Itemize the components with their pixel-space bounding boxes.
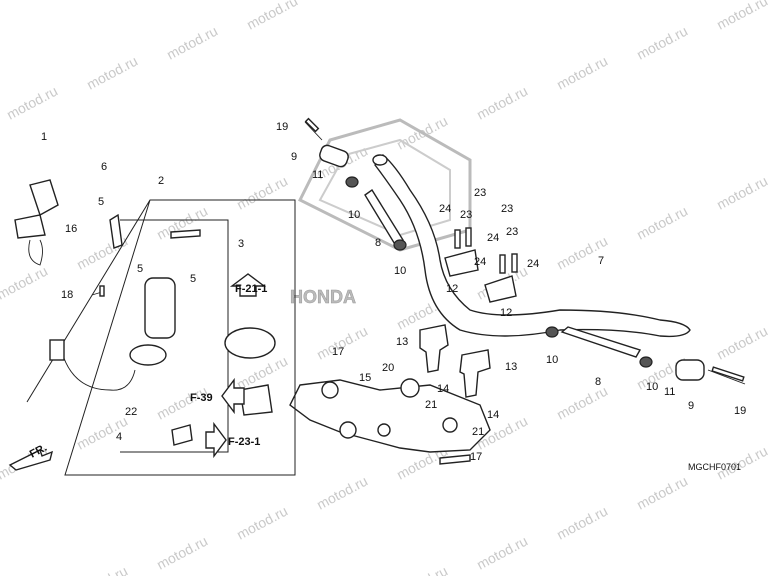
watermark-text: motod.ru xyxy=(244,0,300,33)
callout-number: 15 xyxy=(359,372,371,384)
callout-number: 8 xyxy=(595,376,601,388)
callout-number: 24 xyxy=(487,232,499,244)
handlebar-holders xyxy=(419,227,518,398)
callout-number: 20 xyxy=(382,362,394,374)
callout-number: 24 xyxy=(474,256,486,268)
ref-f39-label: F-39 xyxy=(190,392,213,404)
watermark-text: motod.ru xyxy=(84,53,140,93)
watermark-text: motod.ru xyxy=(234,173,290,213)
left-weights xyxy=(304,117,407,251)
watermark-text: motod.ru xyxy=(324,0,380,3)
callout-number: 23 xyxy=(460,209,472,221)
ref-f21-1-label: F-21-1 xyxy=(235,283,267,295)
ref-f23-1-label: F-23-1 xyxy=(228,436,260,448)
top-bridge xyxy=(289,378,491,465)
watermark-text: motod.ru xyxy=(554,53,610,93)
watermark-text: motod.ru xyxy=(714,323,768,363)
label-layer: 1234556578899101010101111121213131414151… xyxy=(28,121,746,472)
callout-number: 4 xyxy=(116,431,122,443)
callout-number: 23 xyxy=(501,203,513,215)
watermark-text: motod.ru xyxy=(164,23,220,63)
callout-number: 13 xyxy=(396,336,408,348)
watermark-text: motod.ru xyxy=(314,473,370,513)
watermark-text: motod.ru xyxy=(74,563,130,576)
ignition-assembly xyxy=(14,179,296,476)
callout-number: 10 xyxy=(646,381,658,393)
callout-number: 24 xyxy=(439,203,451,215)
callout-number: 10 xyxy=(394,265,406,277)
callout-number: 1 xyxy=(41,131,47,143)
right-weights xyxy=(545,326,746,385)
callout-number: 18 xyxy=(61,289,73,301)
callout-number: 5 xyxy=(98,196,104,208)
callout-number: 13 xyxy=(505,361,517,373)
callout-number: 8 xyxy=(375,237,381,249)
callout-number: 14 xyxy=(487,409,499,421)
callout-number: 22 xyxy=(125,406,137,418)
callout-number: 19 xyxy=(276,121,288,133)
reference-arrows xyxy=(8,273,267,471)
callout-number: 17 xyxy=(470,451,482,463)
callout-number: 16 xyxy=(65,223,77,235)
watermark-text: motod.ru xyxy=(634,23,690,63)
watermark-text: motod.ru xyxy=(234,503,290,543)
watermark-text: motod.ru xyxy=(634,473,690,513)
watermark-text: motod.ru xyxy=(714,0,768,33)
callout-number: 9 xyxy=(291,151,297,163)
callout-number: 24 xyxy=(527,258,539,270)
callout-number: 2 xyxy=(158,175,164,187)
callout-number: 21 xyxy=(472,426,484,438)
callout-number: 3 xyxy=(238,238,244,250)
callout-number: 21 xyxy=(425,399,437,411)
watermark-text: motod.ru xyxy=(554,383,610,423)
callout-number: 23 xyxy=(474,187,486,199)
callout-number: 11 xyxy=(312,169,323,181)
watermark-text: motod.ru xyxy=(474,533,530,573)
callout-number: 10 xyxy=(546,354,558,366)
watermark-text: motod.ru xyxy=(0,263,50,303)
callout-number: 7 xyxy=(598,255,604,267)
handlebar xyxy=(372,154,691,338)
callout-number: 6 xyxy=(101,161,107,173)
callout-number: 11 xyxy=(664,386,675,398)
watermark-text: motod.ru xyxy=(634,203,690,243)
callout-number: 12 xyxy=(446,283,458,295)
callout-number: 19 xyxy=(734,405,746,417)
callout-number: 9 xyxy=(688,400,694,412)
watermark-text: motod.ru xyxy=(4,83,60,123)
watermark-text: motod.ru xyxy=(474,83,530,123)
callout-number: 5 xyxy=(137,263,143,275)
watermark-text: motod.ru xyxy=(154,533,210,573)
brand-text: HONDA xyxy=(290,287,356,307)
watermark-text: motod.ru xyxy=(714,173,768,213)
watermark-text: motod.ru xyxy=(394,563,450,576)
callout-number: 12 xyxy=(500,307,512,319)
diagram-code: MGCHF0701 xyxy=(688,462,741,472)
callout-number: 14 xyxy=(437,383,449,395)
callout-number: 17 xyxy=(332,346,344,358)
callout-number: 23 xyxy=(506,226,518,238)
callout-number: 5 xyxy=(190,273,196,285)
watermark-text: motod.ru xyxy=(554,503,610,543)
callout-number: 10 xyxy=(348,209,360,221)
